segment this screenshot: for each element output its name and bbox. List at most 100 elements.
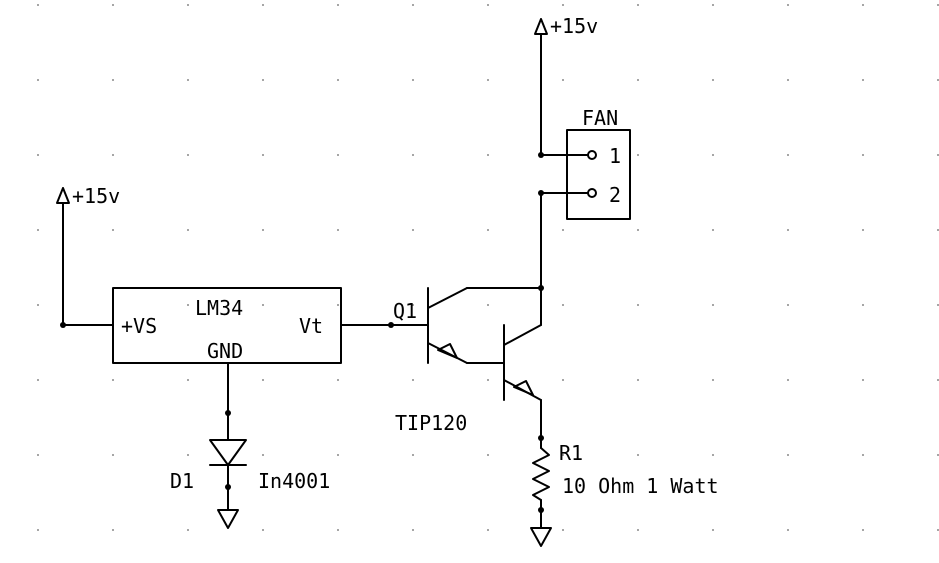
grid-dot [112,154,114,156]
grid-dot [187,4,189,6]
grid-dot [262,304,264,306]
d1-ref: D1 [170,469,194,493]
grid-dot [787,229,789,231]
grid-dot [37,454,39,456]
grid-dot [337,79,339,81]
grid-dot [262,379,264,381]
q1-ref: Q1 [393,299,417,323]
grid-dot [787,154,789,156]
grid-dot [787,79,789,81]
grid-dot [487,304,489,306]
grid-dot [412,4,414,6]
grid-dot [787,529,789,531]
grid-dot [637,304,639,306]
lm34-pin-vt: Vt [299,314,323,338]
grid-dot [862,304,864,306]
grid-dot [112,229,114,231]
q1-part: TIP120 [395,411,467,435]
grid-dot [112,379,114,381]
grid-dot [412,454,414,456]
grid-dot [712,4,714,6]
grid-dot [637,529,639,531]
grid-dot [37,4,39,6]
grid-dot [712,454,714,456]
grid-dot [637,379,639,381]
grid-dot [487,229,489,231]
grid-dot [412,379,414,381]
grid-dot [37,154,39,156]
d1-part: In4001 [258,469,330,493]
grid-dot [262,454,264,456]
grid-dot [37,304,39,306]
grid-dot [487,529,489,531]
grid-dot [862,454,864,456]
r1-value: 10 Ohm 1 Watt [562,474,719,498]
grid-dot [187,529,189,531]
grid-dot [337,4,339,6]
grid-dot [412,229,414,231]
grid-dot [112,79,114,81]
grid-dot [37,529,39,531]
grid-dot [787,304,789,306]
grid-dot [787,4,789,6]
grid-dot [262,4,264,6]
grid-dot [712,304,714,306]
r1-resistor: R1 10 Ohm 1 Watt [530,399,719,547]
supply-left-symbol: +15v [56,184,120,328]
fan-pin-2: 2 [609,183,621,207]
grid-dot [112,454,114,456]
lm34-pin-gnd: GND [207,339,243,363]
grid-dot [187,229,189,231]
grid-dot [337,304,339,306]
lm34-name: LM34 [195,296,243,320]
grid-dot [262,79,264,81]
grid-dot [37,79,39,81]
grid-dot [712,379,714,381]
grid-dot [862,79,864,81]
grid-dot [862,154,864,156]
grid-dot [487,79,489,81]
grid-dot [637,154,639,156]
grid-dot [487,4,489,6]
grid-dot [412,79,414,81]
grid-dot [637,4,639,6]
grid-dot [787,454,789,456]
grid-dot [562,304,564,306]
grid-dot [337,229,339,231]
grid-dot [337,154,339,156]
grid-dot [637,454,639,456]
grid-dot [712,229,714,231]
grid-dot [112,4,114,6]
grid-dot [562,454,564,456]
grid-dot [112,529,114,531]
lm34-sensor: LM34 +VS Vt GND [112,287,342,364]
grid-dot [862,4,864,6]
grid-dot [187,379,189,381]
grid-dot [562,529,564,531]
grid-dot [487,379,489,381]
grid-dot [562,379,564,381]
grid-dot [712,79,714,81]
grid-dot [262,229,264,231]
grid-dot [637,229,639,231]
grid-dot [337,379,339,381]
grid-dot [862,529,864,531]
grid-dot [487,454,489,456]
grid-dot [337,529,339,531]
grid-dot [187,154,189,156]
grid-dot [412,154,414,156]
grid-dot [412,304,414,306]
grid-dot [337,454,339,456]
supply-top-symbol: +15v [534,14,598,156]
fan-pin-1: 1 [609,144,621,168]
supply-left-label: +15v [72,184,120,208]
d1-diode: D1 In4001 [170,362,330,529]
r1-ref: R1 [559,441,583,465]
grid-dot [712,154,714,156]
grid-dot [562,229,564,231]
grid-dot [37,229,39,231]
fan-connector: FAN 1 2 [538,106,631,220]
grid-dot [862,229,864,231]
supply-top-label: +15v [550,14,598,38]
